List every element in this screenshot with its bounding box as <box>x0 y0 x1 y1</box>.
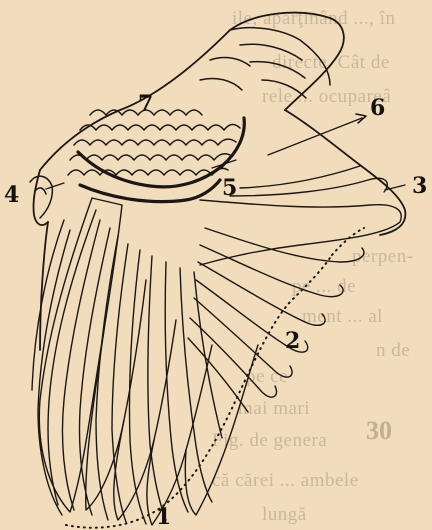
label-5: 5 <box>222 177 237 199</box>
label-2: 2 <box>285 330 300 352</box>
label-4: 4 <box>4 184 19 206</box>
wing-coverts <box>68 28 330 175</box>
dotted-edge-lines <box>66 228 364 528</box>
label-1: 1 <box>156 506 171 528</box>
label-7: 7 <box>138 93 153 115</box>
label-3: 3 <box>412 175 427 197</box>
label-6: 6 <box>370 97 385 119</box>
primary-feathers <box>32 198 258 525</box>
secondary-feathers <box>188 166 401 412</box>
